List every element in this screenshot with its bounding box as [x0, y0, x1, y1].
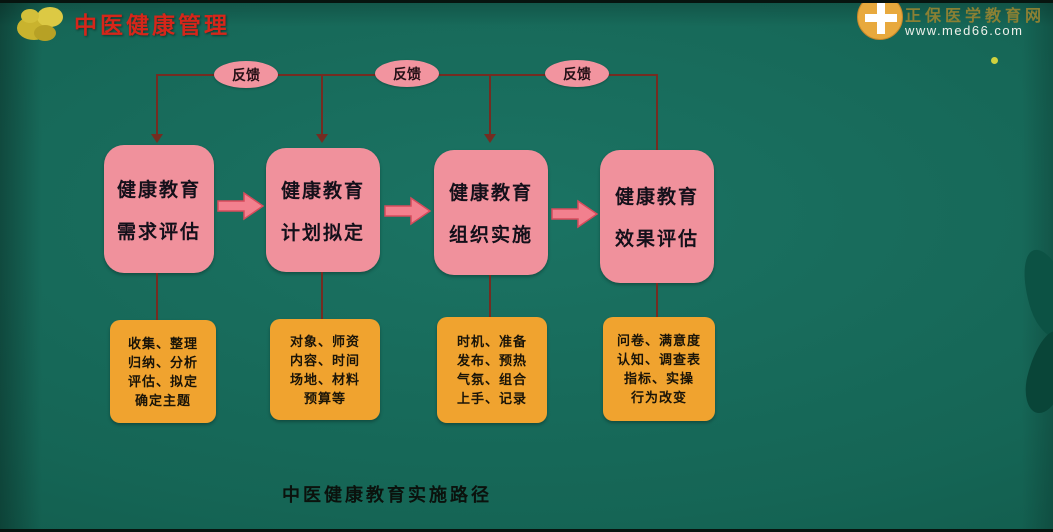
connector-line-3	[489, 275, 491, 317]
feedback-label-1: 反馈	[214, 61, 278, 88]
detail-line: 预算等	[303, 390, 346, 406]
detail-line: 归纳、分析	[127, 354, 198, 370]
detail-box-effect-evaluation: 问卷、满意度 认知、调查表 指标、实操 行为改变	[603, 317, 715, 421]
letterbox-bottom	[0, 529, 1053, 532]
feedback-label-2: 反馈	[375, 60, 439, 87]
detail-line: 内容、时间	[289, 352, 360, 368]
connector-line-2	[321, 272, 323, 319]
connector-line-1	[156, 273, 158, 320]
detail-box-plan-drafting: 对象、师资 内容、时间 场地、材料 预算等	[270, 319, 380, 420]
detail-line: 场地、材料	[289, 371, 360, 387]
ginger-icon	[17, 7, 63, 41]
brand-name: 正保医学教育网	[905, 8, 1046, 25]
detail-line: 指标、实操	[623, 371, 694, 386]
stage-title-line: 健康教育	[614, 187, 699, 208]
stage-title-line: 健康教育	[448, 183, 533, 204]
page-title: 中医健康管理	[74, 12, 230, 38]
stage-box-implementation: 健康教育 组织实施	[434, 150, 548, 275]
feedback-line-vertical-2	[321, 74, 323, 134]
detail-line: 认知、调查表	[616, 352, 701, 367]
brand-url: www.med66.com	[905, 23, 1024, 38]
stage-box-effect-evaluation: 健康教育 效果评估	[600, 150, 714, 283]
stage-title-line: 健康教育	[116, 179, 201, 201]
detail-line: 时机、准备	[456, 334, 527, 349]
detail-line: 收集、整理	[127, 335, 198, 351]
detail-line: 评估、拟定	[127, 373, 198, 389]
detail-box-implementation: 时机、准备 发布、预热 气氛、组合 上手、记录	[437, 317, 547, 423]
detail-line: 确定主题	[134, 392, 191, 408]
leaf-icon	[1013, 243, 1053, 345]
feedback-label-3: 反馈	[545, 60, 609, 87]
detail-line: 对象、师资	[289, 333, 360, 349]
cross-horizontal-bar	[865, 14, 897, 22]
gold-cross-badge-icon	[857, 0, 903, 40]
detail-line: 发布、预热	[456, 353, 527, 368]
feedback-line-vertical-4	[656, 74, 658, 150]
stage-box-needs-assessment: 健康教育 需求评估	[104, 145, 214, 273]
detail-line: 上手、记录	[456, 391, 527, 406]
flow-arrow-right-icon	[551, 199, 599, 229]
stage-box-plan-drafting: 健康教育 计划拟定	[266, 148, 380, 272]
leaf-icon	[1019, 326, 1053, 418]
leaf-dot-decoration	[991, 57, 998, 64]
detail-box-needs-assessment: 收集、整理 归纳、分析 评估、拟定 确定主题	[110, 320, 216, 423]
diagram-caption: 中医健康教育实施路径	[282, 485, 492, 505]
feedback-line-vertical-1	[156, 74, 158, 134]
stage-title-line: 计划拟定	[280, 222, 365, 244]
stage-title-line: 健康教育	[280, 180, 365, 202]
stage-title-line: 组织实施	[448, 225, 533, 246]
stage-title-line: 需求评估	[116, 221, 201, 243]
flow-arrow-right-icon	[217, 191, 265, 221]
feedback-line-vertical-3	[489, 74, 491, 134]
letterbox-top	[0, 0, 1053, 3]
detail-line: 行为改变	[630, 390, 687, 405]
arrow-down-icon	[316, 134, 328, 143]
detail-line: 问卷、满意度	[616, 333, 701, 348]
connector-line-4	[656, 283, 658, 317]
detail-line: 气氛、组合	[456, 372, 527, 387]
flow-arrow-right-icon	[384, 196, 432, 226]
arrow-down-icon	[151, 134, 163, 143]
arrow-down-icon	[484, 134, 496, 143]
stage-title-line: 效果评估	[614, 229, 699, 250]
